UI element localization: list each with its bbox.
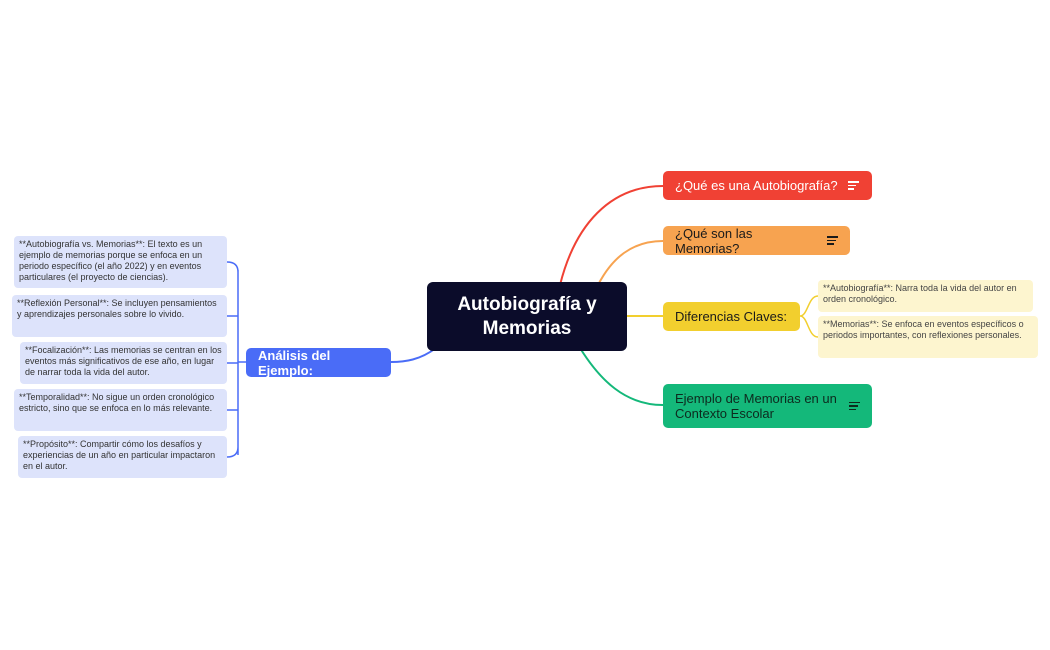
topic-que-son-memorias[interactable]: ¿Qué son las Memorias? (663, 225, 850, 256)
subtopic-temporalidad[interactable]: **Temporalidad**: No sigue un orden cron… (14, 389, 227, 431)
link-autobiografia (559, 185, 664, 286)
subtopic-memorias-def[interactable]: **Memorias**: Se enfoca en eventos espec… (818, 316, 1038, 358)
subtopic-autobiografia-vs-memorias[interactable]: **Autobiografía vs. Memorias**: El texto… (14, 236, 227, 288)
subtopic-text: **Propósito**: Compartir cómo los desafí… (23, 439, 216, 471)
bracket-analisis (226, 261, 246, 458)
topic-label: Análisis del Ejemplo: (258, 347, 331, 378)
notes-icon[interactable] (847, 179, 859, 192)
link-ejemplo (579, 347, 664, 406)
subtopic-text: **Memorias**: Se enfoca en eventos espec… (823, 319, 1024, 340)
topic-que-es-autobiografia[interactable]: ¿Qué es una Autobiografía? (663, 171, 872, 200)
subtopic-text: **Reflexión Personal**: Se incluyen pens… (17, 298, 217, 319)
subtopic-autobiografia-def[interactable]: **Autobiografía**: Narra toda la vida de… (818, 280, 1033, 312)
central-topic-label: Autobiografía y Memorias (457, 293, 597, 339)
topic-diferencias-claves[interactable]: Diferencias Claves: (663, 302, 800, 331)
subtopic-proposito[interactable]: **Propósito**: Compartir cómo los desafí… (18, 436, 227, 478)
notes-icon[interactable] (849, 400, 860, 413)
subtopic-text: **Temporalidad**: No sigue un orden cron… (19, 392, 215, 413)
subtopic-text: **Focalización**: Las memorias se centra… (25, 345, 222, 377)
subtopic-focalizacion[interactable]: **Focalización**: Las memorias se centra… (20, 342, 227, 384)
topic-analisis-ejemplo[interactable]: Análisis del Ejemplo: (246, 347, 391, 378)
topic-label: ¿Qué son las Memorias? (675, 225, 753, 256)
topic-label: Diferencias Claves: (675, 309, 787, 324)
subtopic-reflexion-personal[interactable]: **Reflexión Personal**: Se incluyen pens… (12, 295, 227, 337)
bracket-diferencias (799, 295, 819, 338)
central-topic[interactable]: Autobiografía y Memorias (427, 282, 627, 351)
subtopic-text: **Autobiografía vs. Memorias**: El texto… (19, 239, 203, 282)
topic-label: Ejemplo de Memorias en un Contexto Escol… (675, 391, 837, 421)
topic-label: ¿Qué es una Autobiografía? (675, 178, 838, 193)
topic-ejemplo-memorias[interactable]: Ejemplo de Memorias en un Contexto Escol… (663, 384, 872, 428)
notes-icon[interactable] (827, 234, 838, 247)
link-memorias (597, 240, 664, 286)
subtopic-text: **Autobiografía**: Narra toda la vida de… (823, 283, 1017, 304)
